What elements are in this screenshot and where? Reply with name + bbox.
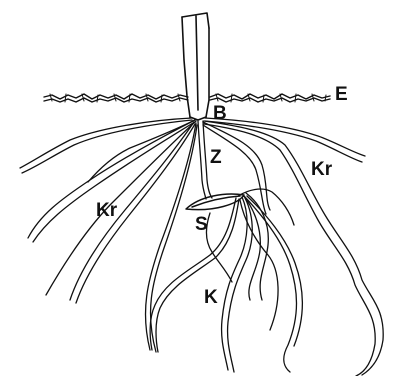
stem — [182, 13, 209, 120]
label-kr-right: Kr — [311, 160, 332, 179]
crown-roots-left — [20, 118, 197, 352]
seminal-roots — [150, 189, 302, 372]
label-kr-left: Kr — [96, 201, 117, 220]
label-k: K — [204, 288, 218, 307]
label-s: S — [195, 215, 208, 234]
label-e: E — [335, 85, 348, 104]
crown-roots-right — [203, 118, 383, 376]
label-z: Z — [210, 148, 222, 167]
label-b: B — [213, 104, 227, 123]
